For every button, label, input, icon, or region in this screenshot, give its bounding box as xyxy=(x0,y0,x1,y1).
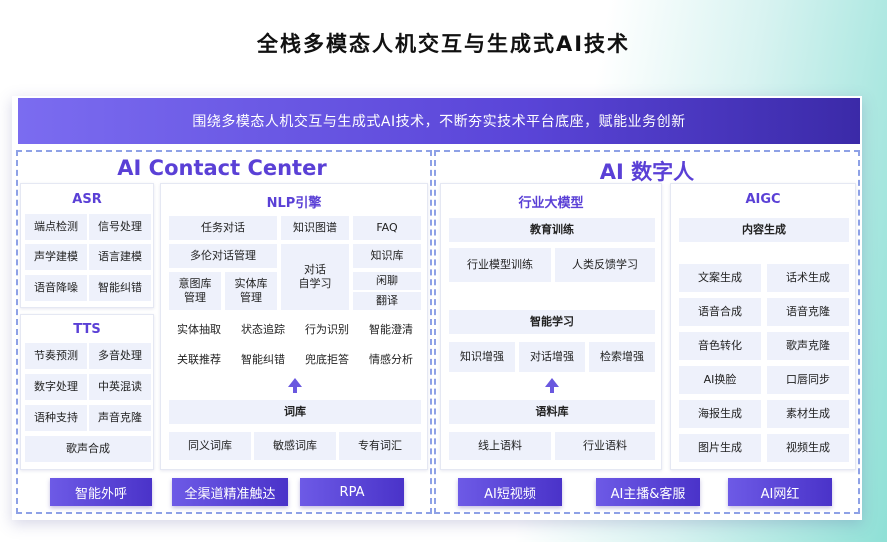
left-section-frame xyxy=(16,150,432,514)
nlp-capability: 情感分析 xyxy=(361,348,421,372)
tts-item: 语种支持 xyxy=(25,405,87,431)
page-title: 全栈多模态人机交互与生成式AI技术 xyxy=(256,32,631,56)
smart-outbound-button[interactable]: 智能外呼 xyxy=(50,478,152,506)
nlp-capability: 行为识别 xyxy=(297,318,357,342)
aigc-item: 歌声克隆 xyxy=(767,332,849,360)
up-arrow-stem xyxy=(550,387,554,393)
ai-anchor-service-button[interactable]: AI主播&客服 xyxy=(596,478,700,506)
tts-item: 歌声合成 xyxy=(25,436,151,462)
llm-title: 行业大模型 xyxy=(518,196,584,211)
nlp-item: 知识图谱 xyxy=(281,216,349,240)
aigc-item: 素材生成 xyxy=(767,400,849,428)
asr-item: 信号处理 xyxy=(89,214,151,240)
lexicon-item: 同义词库 xyxy=(169,432,251,460)
nlp-capability: 实体抽取 xyxy=(169,318,229,342)
lexicon-title: 词库 xyxy=(169,400,421,424)
aigc-item: 口唇同步 xyxy=(767,366,849,394)
aigc-item: 视频生成 xyxy=(767,434,849,462)
tts-title: TTS xyxy=(73,322,101,337)
tts-item: 数字处理 xyxy=(25,374,87,400)
tts-item: 中英混读 xyxy=(89,374,151,400)
aigc-item: 音色转化 xyxy=(679,332,761,360)
asr-item: 语言建模 xyxy=(89,244,151,270)
aigc-title: AIGC xyxy=(745,192,781,207)
nlp-item: 多伦对话管理 xyxy=(169,244,277,268)
aigc-item: 文案生成 xyxy=(679,264,761,292)
nlp-title: NLP引擎 xyxy=(266,196,322,211)
nlp-capability: 状态追踪 xyxy=(233,318,293,342)
up-arrow-icon xyxy=(288,378,302,387)
nlp-item: 对话 自学习 xyxy=(281,244,349,310)
asr-item: 声学建模 xyxy=(25,244,87,270)
up-arrow-icon xyxy=(545,378,559,387)
aigc-subtitle: 内容生成 xyxy=(679,218,849,242)
aigc-item: 话术生成 xyxy=(767,264,849,292)
corpus-title: 语料库 xyxy=(449,400,655,424)
tts-panel: TTS 节奏预测 多音处理 数字处理 中英混读 语种支持 声音克隆 歌声合成 xyxy=(20,314,154,470)
corpus-item: 行业语料 xyxy=(555,432,655,460)
learning-item: 知识增强 xyxy=(449,342,515,372)
nlp-item: 翻译 xyxy=(353,292,421,310)
right-section-title: AI 数字人 xyxy=(599,160,695,184)
nlp-panel: NLP引擎 任务对话 知识图谱 FAQ 多伦对话管理 知识库 意图库 管理 实体… xyxy=(160,183,428,470)
learning-item: 对话增强 xyxy=(519,342,585,372)
aigc-item: AI换脸 xyxy=(679,366,761,394)
lexicon-item: 敏感词库 xyxy=(254,432,336,460)
nlp-capability: 智能纠错 xyxy=(233,348,293,372)
right-section-frame xyxy=(434,150,860,514)
learning-title: 智能学习 xyxy=(449,310,655,334)
asr-title: ASR xyxy=(72,192,102,207)
asr-item: 语音降噪 xyxy=(25,275,87,301)
ai-influencer-button[interactable]: AI网红 xyxy=(728,478,832,506)
aigc-item: 图片生成 xyxy=(679,434,761,462)
aigc-item: 海报生成 xyxy=(679,400,761,428)
education-item: 人类反馈学习 xyxy=(555,248,655,282)
asr-item: 端点检测 xyxy=(25,214,87,240)
nlp-capability: 兜底拒答 xyxy=(297,348,357,372)
nlp-capability: 智能澄清 xyxy=(361,318,421,342)
ai-short-video-button[interactable]: AI短视频 xyxy=(458,478,562,506)
rpa-button[interactable]: RPA xyxy=(300,478,404,506)
education-item: 行业模型训练 xyxy=(449,248,551,282)
llm-panel: 行业大模型 教育训练 行业模型训练 人类反馈学习 智能学习 知识增强 对话增强 … xyxy=(440,183,662,470)
asr-panel: ASR 端点检测 信号处理 声学建模 语言建模 语音降噪 智能纠错 xyxy=(20,183,154,308)
nlp-item: 意图库 管理 xyxy=(169,272,221,310)
corpus-item: 线上语料 xyxy=(449,432,551,460)
nlp-item: 知识库 xyxy=(353,244,421,268)
up-arrow-stem xyxy=(293,387,297,393)
aigc-panel: AIGC 内容生成 文案生成 话术生成 语音合成 语音克隆 音色转化 歌声克隆 … xyxy=(670,183,856,470)
nlp-capability: 关联推荐 xyxy=(169,348,229,372)
lexicon-item: 专有词汇 xyxy=(339,432,421,460)
tts-item: 声音克隆 xyxy=(89,405,151,431)
nlp-item: FAQ xyxy=(353,216,421,240)
left-section-title: AI Contact Center xyxy=(117,156,327,180)
tts-item: 节奏预测 xyxy=(25,343,87,369)
nlp-item: 实体库 管理 xyxy=(225,272,277,310)
education-title: 教育训练 xyxy=(449,218,655,242)
aigc-item: 语音克隆 xyxy=(767,298,849,326)
omnichannel-reach-button[interactable]: 全渠道精准触达 xyxy=(172,478,288,506)
nlp-item: 任务对话 xyxy=(169,216,277,240)
aigc-item: 语音合成 xyxy=(679,298,761,326)
nlp-item: 闲聊 xyxy=(353,272,421,290)
banner: 围绕多模态人机交互与生成式AI技术，不断夯实技术平台底座，赋能业务创新 xyxy=(18,98,860,144)
tts-item: 多音处理 xyxy=(89,343,151,369)
learning-item: 检索增强 xyxy=(589,342,655,372)
asr-item: 智能纠错 xyxy=(89,275,151,301)
